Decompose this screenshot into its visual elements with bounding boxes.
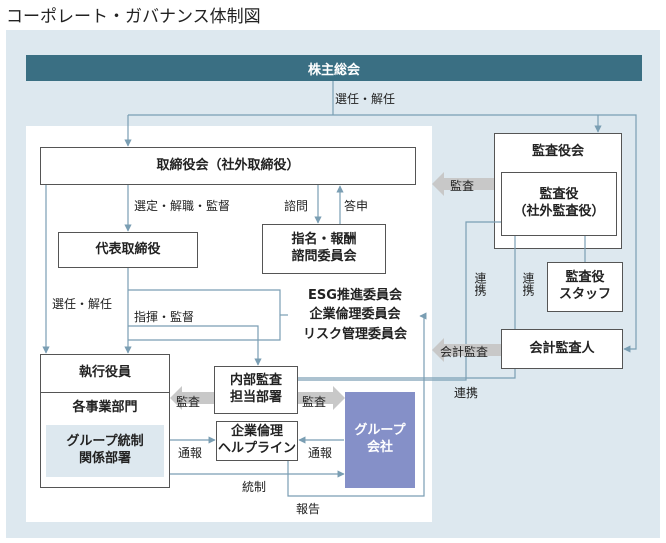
- audit-board-label: 監査役会: [531, 144, 584, 159]
- group-ctrl-line1: グループ統制: [66, 434, 144, 450]
- node-ethics-helpline: 企業倫理 ヘルプライン: [216, 421, 298, 461]
- internal-audit-line2: 担当部署: [229, 390, 282, 405]
- page-title: コーポレート・ガバナンス体制図: [6, 7, 261, 27]
- label-audit-right: 監査: [302, 395, 327, 409]
- label-accounting-audit: 会計監査: [440, 345, 489, 359]
- label-audit-board-arrow: 監査: [450, 179, 475, 193]
- label-report-answer: 答申: [344, 199, 369, 213]
- label-select-dismiss-supervise: 選定・解職・監督: [134, 199, 231, 213]
- node-auditor-staff: 監査役 スタッフ: [547, 262, 623, 312]
- label-report-left: 通報: [178, 446, 203, 460]
- node-auditor: 監査役 （社外監査役）: [501, 172, 617, 236]
- label-cooperate-2: 連携: [521, 272, 535, 296]
- label-report-right: 通報: [308, 446, 333, 460]
- node-board-of-directors: 取締役会（社外取締役）: [40, 147, 416, 185]
- label-control: 統制: [242, 480, 267, 494]
- fat-arrow-audit-right: [298, 386, 345, 410]
- nomination-line1: 指名・報酬: [291, 232, 357, 248]
- helpline-line1: 企業倫理: [230, 424, 283, 440]
- node-accounting-auditor: 会計監査人: [501, 329, 623, 369]
- label-elect-dismiss-top: 選任・解任: [335, 90, 396, 107]
- label-consult: 諮問: [284, 199, 309, 213]
- exec-officers-label: 執行役員: [41, 355, 169, 393]
- auditor-line1: 監査役: [539, 187, 579, 203]
- fat-arrow-audit-left: [170, 386, 214, 410]
- group-ctrl-line2: 関係部署: [78, 451, 131, 466]
- arrow-to-internal-audit: [128, 325, 262, 366]
- fat-arrow-audit-board: [432, 172, 494, 196]
- group-co-line2: 会社: [366, 440, 393, 455]
- nomination-line2: 諮問委員会: [291, 249, 357, 264]
- label-cooperate-1: 連携: [473, 272, 487, 296]
- helpline-line2: ヘルプライン: [217, 441, 296, 456]
- node-ethics-committee: 企業倫理委員会: [290, 306, 420, 324]
- node-shareholders-meeting: 株主総会: [26, 55, 642, 81]
- label-cooperate-3: 連携: [454, 386, 479, 400]
- node-nomination-committee: 指名・報酬 諮問委員会: [262, 224, 386, 274]
- node-internal-audit: 内部監査 担当部署: [214, 366, 298, 414]
- internal-audit-line1: 内部監査: [229, 373, 282, 389]
- group-co-line1: グループ: [354, 423, 406, 439]
- node-group-control-depts: グループ統制 関係部署: [46, 425, 164, 477]
- label-report-bottom: 報告: [296, 502, 321, 516]
- arrow-to-accounting-auditor: [598, 114, 637, 353]
- auditor-staff-line1: 監査役: [565, 270, 605, 286]
- business-depts-label: 各事業部門: [72, 399, 138, 415]
- line-cooperate-1: [298, 221, 501, 381]
- node-representative-director: 代表取締役: [58, 232, 198, 268]
- line-cooperate-3: [298, 369, 516, 379]
- label-direct-supervise: 指揮・監督: [134, 310, 195, 324]
- label-elect-dismiss-left: 選任・解任: [52, 297, 113, 311]
- auditor-staff-line2: スタッフ: [558, 287, 611, 302]
- label-audit-left: 監査: [176, 395, 201, 409]
- node-esg-committee: ESG推進委員会: [290, 287, 420, 305]
- node-group-companies: グループ 会社: [345, 392, 415, 488]
- node-risk-committee: リスク管理委員会: [290, 326, 420, 344]
- auditor-line2: （社外監査役）: [513, 204, 605, 219]
- fat-arrow-accounting-audit: [432, 338, 501, 362]
